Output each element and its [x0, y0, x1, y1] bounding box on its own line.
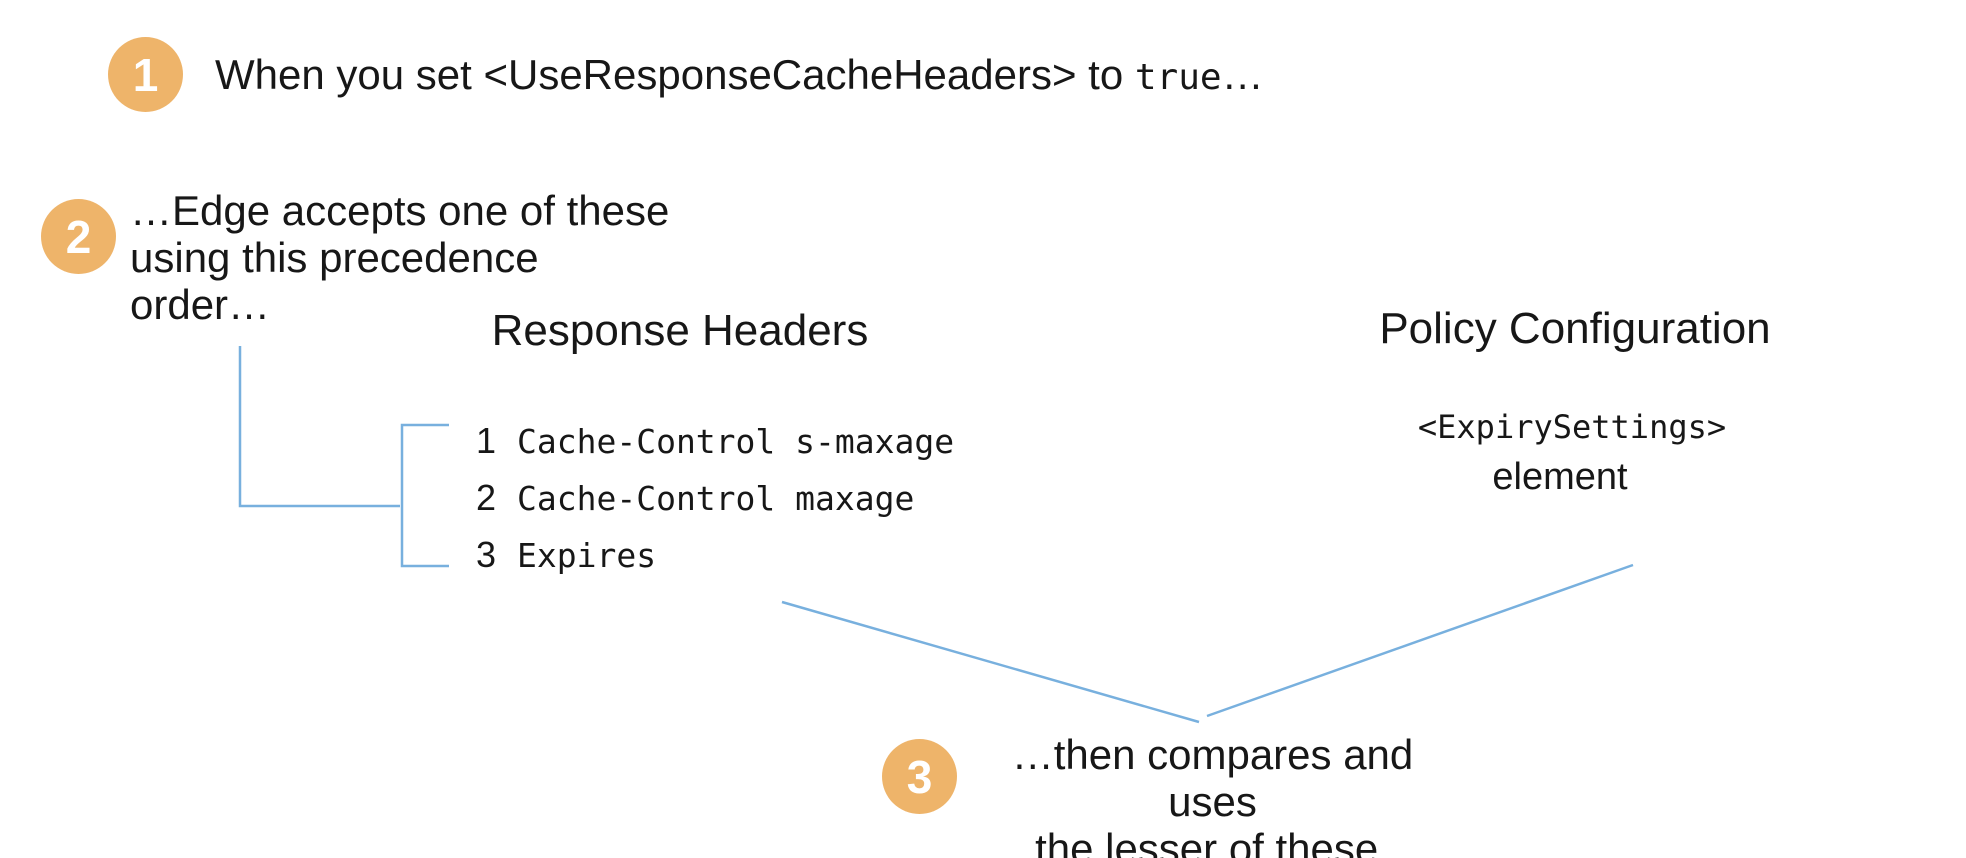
- step-2-line-3: order…: [130, 281, 271, 328]
- step-3-text: …then compares and uses the lesser of th…: [980, 731, 1445, 858]
- precedence-item-3-rank: 3: [476, 534, 497, 575]
- precedence-item-2-rank: 2: [476, 477, 497, 518]
- step-2-number: 2: [65, 210, 92, 263]
- step-2-text: …Edge accepts one of these using this pr…: [130, 187, 669, 328]
- step-3-line-2: the lesser of these.: [1035, 825, 1390, 858]
- v-left-line: [781, 600, 1200, 724]
- precedence-item-2: 2 Cache-Control maxage: [476, 477, 914, 519]
- step-3-line-1: …then compares and uses: [1011, 731, 1414, 825]
- precedence-item-1-rank: 1: [476, 420, 497, 461]
- order-connector-line: [238, 346, 400, 508]
- step-3-badge: 3: [882, 739, 957, 814]
- precedence-item-1-value: Cache-Control s-maxage: [517, 422, 955, 461]
- precedence-item-2-value: Cache-Control maxage: [517, 479, 915, 518]
- policy-configuration-heading: Policy Configuration: [1379, 304, 1771, 353]
- step-2-line-1: …Edge accepts one of these: [130, 187, 670, 234]
- step-1-text-prefix: When you set <UseResponseCacheHeaders> t…: [215, 51, 1135, 98]
- expiry-settings-code: <ExpirySettings>: [1417, 408, 1727, 446]
- step-2-line-2: using this precedence: [130, 234, 539, 281]
- step-1-number: 1: [132, 48, 159, 101]
- precedence-item-3: 3 Expires: [476, 534, 656, 576]
- step-1-badge: 1: [108, 37, 183, 112]
- step-1-code-true: true: [1134, 57, 1222, 98]
- response-headers-heading: Response Headers: [491, 306, 869, 355]
- step-1-text: When you set <UseResponseCacheHeaders> t…: [215, 51, 1264, 101]
- precedence-item-3-value: Expires: [517, 536, 657, 575]
- precedence-bracket: [400, 423, 449, 568]
- step-2-badge: 2: [41, 199, 116, 274]
- step-1-text-suffix: …: [1221, 51, 1264, 98]
- v-right-line: [1206, 563, 1634, 718]
- step-3-number: 3: [906, 750, 933, 803]
- expiry-settings-caption: element: [1492, 456, 1628, 498]
- precedence-item-1: 1 Cache-Control s-maxage: [476, 420, 954, 462]
